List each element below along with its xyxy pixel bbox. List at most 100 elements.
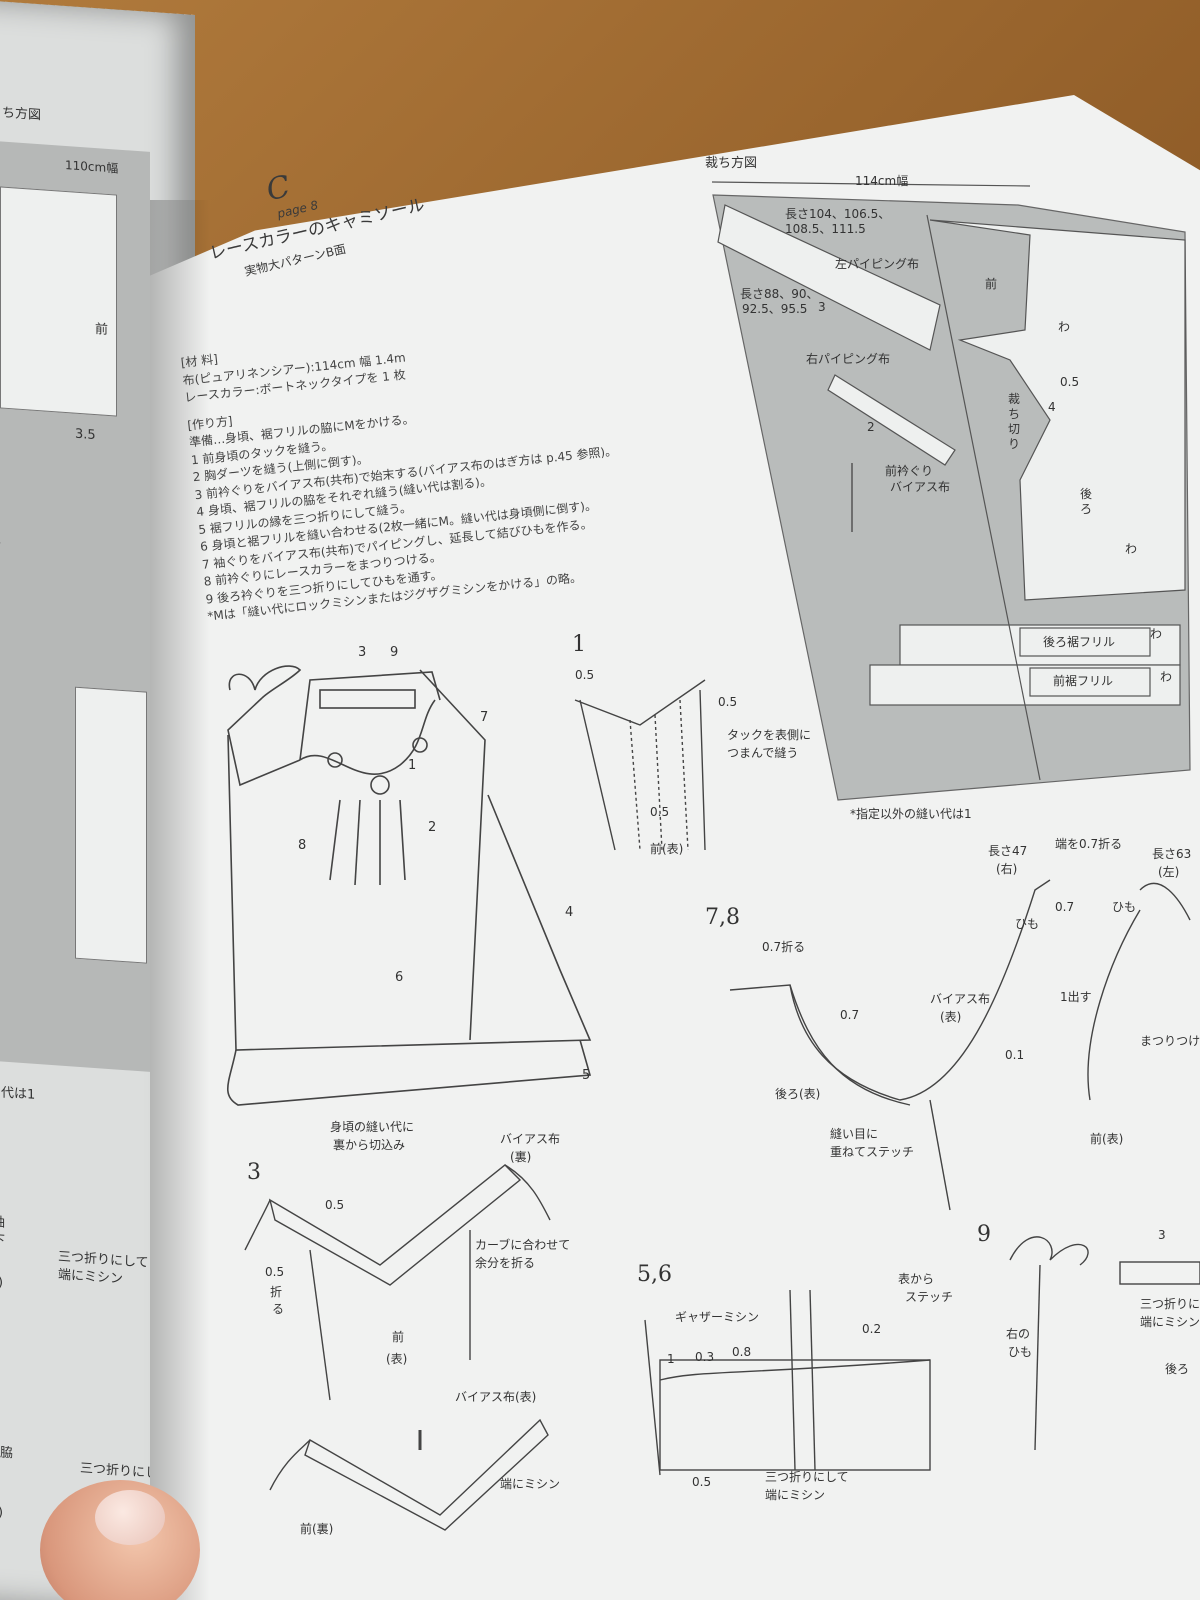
fig78-dim-07: 0.7 [840, 1008, 860, 1022]
callout-2: 2 [428, 820, 437, 835]
fig3-bias-front: バイアス布(表) [455, 1390, 537, 1404]
fig56-front-stitch-2: ステッチ [905, 1290, 954, 1304]
fig78-len-47: 長さ47 [988, 844, 1028, 858]
fig3-front-back: 前(裏) [300, 1522, 334, 1536]
fig3-curve-2: 余分を折る [475, 1256, 536, 1270]
right-piping-label: 右パイピング布 [806, 352, 891, 366]
callout-4: 4 [565, 905, 574, 920]
binding-length-2b: 92.5、95.5 [742, 302, 808, 316]
cut-layout-note: *指定以外の縫い代は1 [850, 807, 972, 821]
fig9-right-himo-2: ひも [1008, 1345, 1033, 1359]
cut-line-c: 切 [1008, 422, 1021, 436]
fig9-tri-2: 端にミシン [1140, 1315, 1200, 1329]
fig3-cut-2: 裏から切込み [333, 1138, 406, 1152]
cut-dim-05: 0.5 [1060, 375, 1080, 389]
cut-back-piece: 後 [1080, 487, 1093, 501]
fig78-back: 後ろ(表) [775, 1087, 821, 1101]
figure-78-label: 7,8 [705, 905, 740, 930]
fig78-himo-1: ひも [1015, 917, 1040, 931]
fig3-dim-05: 0.5 [325, 1198, 345, 1212]
cut-wa-2: わ [1125, 542, 1138, 556]
fig78-right: (右) [996, 862, 1018, 876]
fig56-front-stitch-1: 表から [898, 1272, 935, 1286]
figure-9-label: 9 [977, 1222, 991, 1247]
fig9-back: 後ろ [1165, 1362, 1190, 1376]
fig3-fold-3: る [272, 1302, 285, 1316]
fig9-right-himo-1: 右の [1006, 1327, 1031, 1341]
callout-5: 5 [582, 1068, 591, 1083]
fig3-fold-1: 0.5 [265, 1265, 285, 1279]
fig3-front-2: (表) [386, 1352, 408, 1366]
front-neck-bias-a: 前衿ぐり [885, 464, 934, 478]
figure-9-drawing [1009, 1236, 1200, 1451]
fig3-fold-2: 折 [270, 1285, 283, 1299]
figure-56-drawing [644, 1289, 931, 1476]
front-frill-label: 前裾フリル [1053, 674, 1114, 688]
cut-back-piece-2: ろ [1080, 502, 1093, 516]
figure-1-label: 1 [572, 632, 586, 657]
cut-layout-heading: 裁ち方図 [705, 156, 758, 171]
fig1-front: 前(表) [650, 842, 684, 856]
binding-length-1a: 長さ104、106.5、 [785, 207, 891, 221]
cut-line-d: り [1008, 437, 1021, 451]
fig56-dim-03: 0.3 [695, 1350, 715, 1364]
fig56-tri-1: 三つ折りにして [765, 1470, 849, 1484]
left-piping-label: 左パイピング布 [835, 257, 920, 271]
cut-line-a: 裁 [1008, 392, 1021, 406]
page-gutter-shadow [150, 200, 210, 1600]
cut-front-piece: 前 [985, 277, 998, 291]
cut-four: 4 [1048, 400, 1056, 414]
figure-3-label: 3 [247, 1160, 261, 1185]
fig78-front: 前(表) [1090, 1132, 1124, 1146]
fig56-dim-1: 1 [667, 1352, 675, 1366]
figure-78-drawing [729, 879, 1191, 1211]
cut-layout-width: 114cm幅 [855, 174, 909, 188]
fig78-stitch-2: 重ねてステッチ [830, 1145, 915, 1159]
cut-two: 2 [867, 420, 875, 434]
front-neck-bias-b: バイアス布 [890, 480, 951, 494]
callout-1: 1 [408, 758, 417, 773]
fig78-fold: 0.7折る [762, 940, 806, 954]
fig3-edge-sew: 端にミシン [500, 1477, 561, 1491]
callout-3: 3 [358, 645, 367, 660]
cut-layout-drawing [711, 181, 1191, 801]
thumbnail [95, 1490, 165, 1545]
fig3-curve-1: カーブに合わせて [475, 1238, 571, 1252]
callout-8: 8 [298, 838, 307, 853]
camisole-illustration [226, 665, 592, 1106]
instructions-block: [材 料] 布(ピュアリネンシアー):114cm 幅 1.4m レースカラー:ボ… [180, 311, 631, 626]
cut-three: 3 [818, 300, 826, 314]
fig56-tri-2: 端にミシン [765, 1488, 826, 1502]
fig78-edge-fold: 端を0.7折る [1055, 837, 1123, 851]
fig1-dim-c: 0.5 [650, 805, 670, 819]
callout-6: 6 [395, 970, 404, 985]
binding-length-1b: 108.5、111.5 [785, 222, 866, 236]
figure-56-label: 5,6 [637, 1262, 672, 1287]
figure-1-drawing [574, 679, 706, 851]
fig78-matsuri: まつりつける [1140, 1034, 1200, 1048]
fig56-dim-08: 0.8 [732, 1345, 752, 1359]
cut-wa-3: わ [1150, 627, 1163, 641]
fig78-len-63: 長さ63 [1152, 847, 1192, 861]
figure-3-drawing [244, 1164, 551, 1531]
fig3-cut-1: 身頃の縫い代に [330, 1120, 415, 1134]
fig78-stitch-1: 縫い目に [830, 1127, 879, 1141]
fig78-bias-2: (表) [940, 1010, 962, 1024]
fig9-three: 3 [1158, 1228, 1166, 1242]
callout-9: 9 [390, 645, 399, 660]
binding-length-2a: 長さ88、90、 [740, 287, 819, 301]
fig9-tri-1: 三つ折りにして [1140, 1297, 1200, 1311]
fig1-dim-a: 0.5 [575, 668, 595, 682]
fig56-dim-02: 0.2 [862, 1322, 882, 1336]
fig1-dim-b: 0.5 [718, 695, 738, 709]
fig56-dim-05: 0.5 [692, 1475, 712, 1489]
fig3-bias-1: バイアス布 [500, 1132, 561, 1146]
fig78-dim-07b: 0.7 [1055, 900, 1075, 914]
fig1-tuck-1: タックを表側に [727, 728, 812, 742]
fig78-dim-01: 0.1 [1005, 1048, 1025, 1062]
fig78-one-out: 1出す [1060, 990, 1092, 1004]
cut-line-b: ち [1008, 407, 1021, 421]
fig56-gather: ギャザーミシン [675, 1310, 760, 1324]
